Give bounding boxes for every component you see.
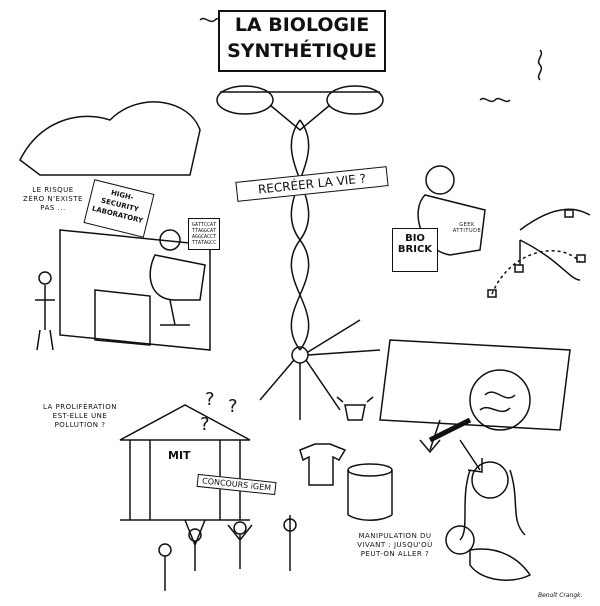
arrow-icon	[419, 419, 441, 454]
baby-figure	[445, 525, 532, 581]
lab-room	[379, 339, 571, 431]
scientist-figure	[149, 229, 206, 326]
artist-signature: Benoît Crangk.	[538, 592, 583, 599]
mit-label: MIT	[168, 449, 191, 462]
title-line-2: SYNTHÉTIQUE	[227, 40, 377, 62]
tshirt-icon	[299, 443, 347, 486]
small-dna-icon	[479, 97, 511, 103]
lab-computer-screen: GATTCCAT TTAGGCAT AGGCACCT TTATAGCC	[188, 218, 221, 250]
center-node	[259, 319, 381, 420]
mit-building	[119, 404, 251, 521]
dna-sequence: GATTCCAT	[192, 222, 217, 228]
cow-icon	[336, 396, 374, 421]
biobrick-label: BIO	[405, 233, 425, 244]
woman-head	[471, 461, 509, 499]
magnifier-icon	[428, 369, 531, 443]
dna-sequence: AGGCACCT	[192, 234, 217, 240]
title-line-1: LA BIOLOGIE	[234, 14, 370, 36]
question-mark: ?	[228, 396, 238, 417]
dna-helix-strand	[290, 119, 310, 351]
scissors-icon	[216, 85, 384, 131]
proliferation-note: LA PROLIFÉRATION EST-ELLE UNE POLLUTION …	[43, 403, 117, 429]
woman-hair	[459, 469, 526, 541]
dna-sequence: TTAGGCAT	[192, 228, 217, 234]
arrow-icon	[459, 439, 483, 473]
person-head	[38, 271, 52, 285]
question-mark: ?	[200, 414, 210, 435]
students-figures	[158, 515, 297, 591]
geek-shirt-text: GEEK ATTITUDE	[452, 222, 482, 234]
dna-helix-strand	[290, 119, 310, 351]
manipulation-note: MANIPULATION DU VIVANT : JUSQU'OÙ PEUT-O…	[357, 532, 433, 558]
barrel-icon	[347, 463, 393, 521]
page-title: LA BIOLOGIE SYNTHÉTIQUE	[218, 10, 386, 72]
biobrick-label: BRICK	[397, 244, 433, 255]
person-figure	[35, 285, 55, 351]
risk-note: LE RISQUE ZÉRO N'EXISTE PAS ...	[23, 186, 83, 212]
biobrick-box: BIO BRICK	[392, 228, 438, 272]
smoke-cloud	[19, 101, 201, 176]
small-dna-icon	[537, 49, 543, 81]
network-diagram	[487, 208, 591, 298]
dna-sequence: TTATAGCC	[192, 240, 217, 246]
question-mark: ?	[205, 389, 215, 410]
